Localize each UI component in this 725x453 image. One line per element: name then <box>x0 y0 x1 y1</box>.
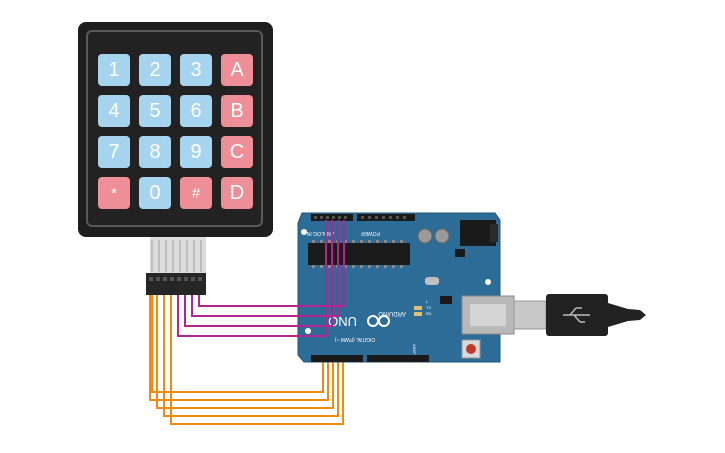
power-label: POWER <box>361 230 380 236</box>
wire-analog-3 <box>191 220 339 317</box>
capacitor-2 <box>434 228 450 244</box>
ribbon-film <box>150 237 206 273</box>
capacitor-1 <box>417 228 433 244</box>
usb-cable-strain-relief <box>608 303 646 327</box>
key-3[interactable]: 3 <box>180 54 212 86</box>
key-5[interactable]: 5 <box>139 95 171 127</box>
mounting-hole <box>305 328 311 334</box>
wire-digital-2 <box>156 295 334 409</box>
l-label: L <box>426 299 429 304</box>
key-9[interactable]: 9 <box>180 136 212 168</box>
mounting-hole <box>301 229 307 235</box>
usb-plug-metal <box>513 300 547 330</box>
wire-analog-4 <box>198 220 345 307</box>
key-7[interactable]: 7 <box>98 136 130 168</box>
arduino-logo-icon <box>367 315 390 327</box>
digital-wires <box>149 295 344 425</box>
crystal <box>425 277 439 285</box>
wire-digital-5 <box>151 295 324 393</box>
key-hash[interactable]: # <box>180 177 212 209</box>
wire-analog-1 <box>177 220 327 337</box>
wire-analog-2 <box>184 220 333 327</box>
key-1[interactable]: 1 <box>98 54 130 86</box>
key-d[interactable]: D <box>221 177 253 209</box>
key-c[interactable]: C <box>221 136 253 168</box>
rx-label: RX <box>426 311 432 316</box>
analog-label: ANALOG IN <box>306 230 334 236</box>
atmega-chip <box>308 243 410 265</box>
reset-button-cap[interactable] <box>466 344 476 354</box>
usb-chip <box>440 296 452 304</box>
key-0[interactable]: 0 <box>139 177 171 209</box>
model-text: UNO <box>328 314 357 329</box>
brand-text: ARDUINO <box>378 310 406 316</box>
keypad-header-connector <box>146 273 206 295</box>
digital-label: DIGITAL (PWM ~) <box>335 336 375 342</box>
tx-label: TX <box>426 305 431 310</box>
key-star[interactable]: * <box>98 177 130 209</box>
usb-icon <box>563 307 590 323</box>
digital-header-bottom-2 <box>367 355 429 362</box>
analog-wires <box>177 220 345 337</box>
key-a[interactable]: A <box>221 54 253 86</box>
key-8[interactable]: 8 <box>139 136 171 168</box>
keypad-4x4[interactable]: 1 2 3 A 4 5 6 B 7 8 9 C * 0 # D <box>78 22 273 237</box>
mounting-hole <box>485 279 491 285</box>
key-4[interactable]: 4 <box>98 95 130 127</box>
key-2[interactable]: 2 <box>139 54 171 86</box>
wire-digital-3 <box>163 295 339 417</box>
usb-cable <box>513 294 646 336</box>
power-header-top <box>357 214 415 221</box>
wire-digital-1 <box>149 295 329 401</box>
wire-digital-4 <box>170 295 344 425</box>
arduino-uno-board[interactable]: ARDUINO UNO DIGITAL (PWM ~) ANALOG IN PO… <box>297 212 515 363</box>
aref-label: AREF <box>412 344 417 355</box>
keypad-ribbon-pins <box>146 237 206 295</box>
digital-header-bottom-1 <box>311 355 363 362</box>
keypad-face: 1 2 3 A 4 5 6 B 7 8 9 C * 0 # D <box>86 30 263 227</box>
key-6[interactable]: 6 <box>180 95 212 127</box>
key-b[interactable]: B <box>221 95 253 127</box>
